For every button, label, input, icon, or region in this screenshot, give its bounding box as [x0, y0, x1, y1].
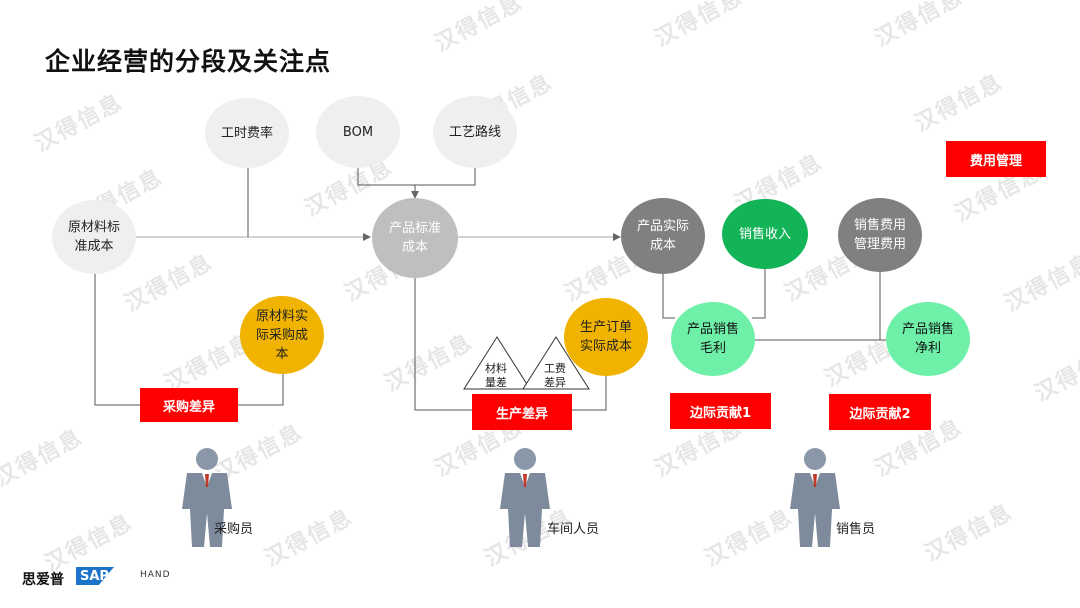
sales-person-icon — [790, 448, 840, 547]
hand-logo: HAND — [140, 570, 171, 580]
node-sales-revenue: 销售收入 — [722, 199, 808, 269]
sales-label: 销售员 — [836, 522, 876, 537]
production-variance-box: 生产差异 — [472, 394, 572, 430]
buyer-label: 采购员 — [214, 522, 254, 537]
node-selling-admin-expense: 销售费用 管理费用 — [838, 198, 922, 272]
node-labor-rate: 工时费率 — [205, 98, 289, 168]
line-actual-to-gross — [662, 272, 675, 319]
node-order-actual-cost: 生产订单 实际成本 — [564, 298, 648, 376]
node-raw-std-cost: 原材料标 准成本 — [52, 200, 136, 274]
triangle-material-variance — [463, 336, 531, 390]
triangle-labor-variance — [522, 336, 590, 390]
node-routing: 工艺路线 — [433, 96, 517, 168]
margin-contribution-1-box: 边际贡献1 — [670, 393, 771, 429]
node-product-std-cost: 产品标准 成本 — [372, 198, 458, 278]
expense-management-box: 费用管理 — [946, 141, 1046, 177]
material-variance-label: 材料 量差 — [485, 362, 507, 389]
node-bom: BOM — [316, 96, 400, 168]
workshop-person-icon — [500, 448, 550, 547]
node-net-profit: 产品销售 净利 — [886, 302, 970, 376]
page-title: 企业经营的分段及关注点 — [45, 47, 332, 76]
labor-variance-label: 工费 差异 — [544, 362, 566, 389]
buyer-person-icon — [182, 448, 232, 547]
node-gross-profit: 产品销售 毛利 — [671, 302, 755, 376]
siaipu-logo: 思爱普 — [22, 572, 64, 588]
purchase-variance-box: 采购差异 — [140, 388, 238, 422]
line-bom-routing — [357, 168, 476, 186]
node-product-actual-cost: 产品实际 成本 — [621, 198, 705, 274]
line-revenue-to-gross — [752, 267, 766, 319]
workshop-label: 车间人员 — [547, 522, 600, 537]
margin-contribution-2-box: 边际贡献2 — [829, 394, 931, 430]
node-raw-actual-cost: 原材料实 际采购成 本 — [240, 296, 324, 374]
